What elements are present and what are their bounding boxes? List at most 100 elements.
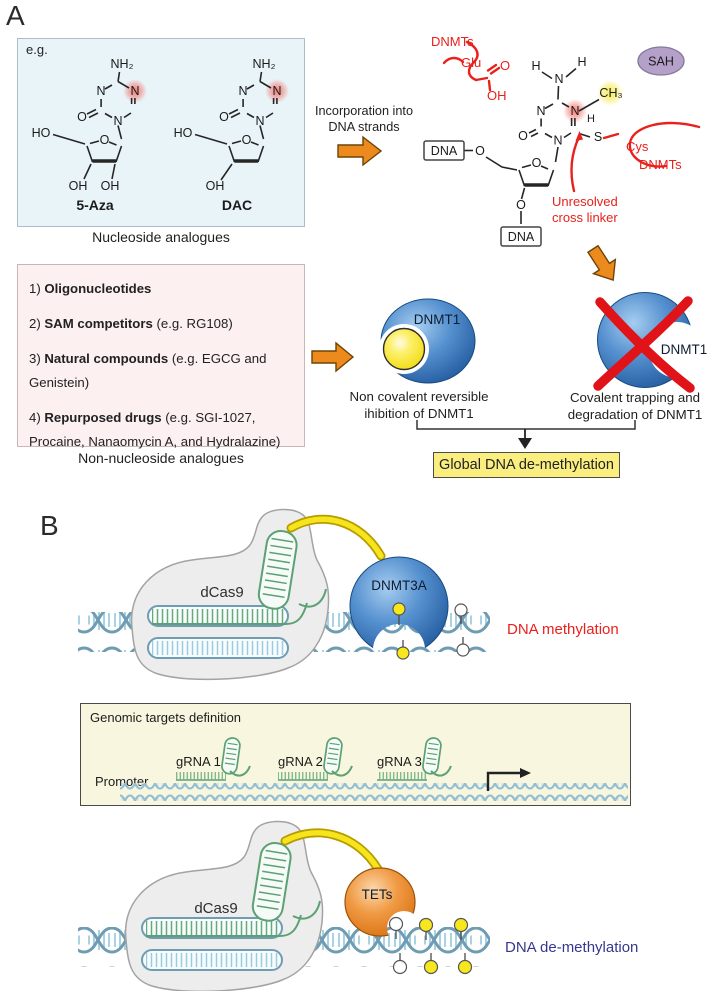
item-detail: (e.g. EGCG and Genistein) <box>29 351 267 390</box>
item-detail: (e.g. SGI-1027, Procaine, Nanaomycin A, … <box>29 410 281 449</box>
sah-bubble <box>637 46 685 76</box>
item-number: 2) <box>29 316 45 331</box>
atom-label: O <box>500 58 510 73</box>
dcas9-label: dCas9 <box>200 584 243 601</box>
dcas9-label: dCas9 <box>194 900 237 917</box>
linker-outline <box>286 514 386 561</box>
unmethylated-cpg <box>456 643 470 657</box>
atom-label: N <box>570 104 579 118</box>
crosslink-note: Unresolved <box>552 194 618 209</box>
covalent-caption-line1: Covalent trapping and <box>569 390 701 405</box>
sah-label: SAH <box>648 55 674 69</box>
dna-box-label: DNA <box>508 230 535 244</box>
dna-helix <box>78 927 490 967</box>
methyl-marks <box>395 930 466 961</box>
atom-label: O <box>516 198 526 212</box>
s-cys-bond <box>602 132 620 140</box>
red-x-mark <box>593 296 695 393</box>
eg-label: e.g. <box>26 42 48 57</box>
genomic-targets-box <box>80 703 631 806</box>
dnmt1-label: DNMT1 <box>661 342 708 357</box>
methyl-marks <box>398 615 464 647</box>
crosslink-pointer-head <box>575 131 583 141</box>
methylated-cpg <box>418 917 434 933</box>
list-item: 1) Oligonucleotides <box>29 277 293 301</box>
atom-label: H <box>577 55 586 69</box>
demethylation-scene: TETs dCas9 DNA de-methylation <box>78 820 638 991</box>
covalent-caption: Covalent trapping and degradation of DNM… <box>560 389 709 424</box>
global-demethylation-box: Global DNA de-methylation <box>433 452 620 478</box>
crosslink-structure: H H N N N N O CH₃ H S O O O DNA DNA <box>423 34 701 247</box>
crosslink-pointer <box>570 135 581 193</box>
item-number: 3) <box>29 351 45 366</box>
inhibitor-circle <box>382 327 426 371</box>
methylated-cpg <box>392 602 406 616</box>
incorporation-arrow <box>337 135 383 167</box>
methylated-cpg <box>423 959 439 975</box>
atom-label: H <box>531 59 540 73</box>
dnmt1-label: DNMT1 <box>414 312 461 327</box>
unmethylated-cpg <box>388 916 404 932</box>
methylated-cpg <box>453 917 469 933</box>
dna-helix <box>78 612 490 652</box>
item-title: SAM competitors <box>44 316 153 331</box>
dcas9-complex <box>124 820 324 991</box>
covalent-caption-line2: degradation of DNMT1 <box>567 407 703 423</box>
dnmts-label: DNMTs <box>431 34 474 49</box>
tets-label: TETs <box>362 887 393 902</box>
unmethylated-cpg <box>454 603 468 617</box>
dna-box <box>500 226 542 247</box>
linker-outline <box>280 828 383 874</box>
list-item: 4) Repurposed drugs (e.g. SGI-1027, Proc… <box>29 406 293 454</box>
incorporation-line1: Incorporation into <box>314 104 414 118</box>
azacytosine-bonds <box>528 67 600 163</box>
enzyme-squiggle <box>628 121 701 168</box>
noncovalent-caption: Non covalent reversible ihibition of DNM… <box>343 388 495 423</box>
dnmt1-covalent: DNMT1 <box>593 292 708 393</box>
nonnucleoside-arrow <box>311 341 355 373</box>
list-item: 3) Natural compounds (e.g. EGCG and Geni… <box>29 347 293 395</box>
atom-label: S <box>594 130 602 144</box>
item-detail: (e.g. RG108) <box>152 316 233 331</box>
methylated-cpg <box>457 959 473 975</box>
dnmt1-noncovalent: DNMT1 <box>380 298 476 384</box>
methyl-glow <box>597 80 623 106</box>
dnmt3a-protein <box>349 556 449 656</box>
dna-box-label: DNA <box>431 144 458 158</box>
methylation-result-label: DNA methylation <box>507 621 619 638</box>
dna-box <box>423 140 465 161</box>
glu-label: Glu <box>461 55 481 70</box>
dcas9-complex <box>130 508 330 681</box>
item-title: Natural compounds <box>44 351 169 366</box>
atom-label: N <box>536 104 545 118</box>
dna-sugar-bonds <box>464 149 555 224</box>
enzyme-squiggle <box>442 56 465 65</box>
atom-label: CH₃ <box>599 86 622 100</box>
item-number: 1) <box>29 281 45 296</box>
atom-label: N <box>553 134 562 148</box>
dnmt1-protein <box>380 298 476 384</box>
atom-label: O <box>532 156 542 170</box>
down-arrowhead <box>518 438 532 449</box>
enzyme-squiggle <box>465 40 479 82</box>
list-item: 2) SAM competitors (e.g. RG108) <box>29 312 293 336</box>
atom-label: H <box>587 113 595 125</box>
item-number: 4) <box>29 410 45 425</box>
tets-protein <box>344 867 416 937</box>
linker <box>282 830 381 872</box>
dnmt1-protein <box>597 292 693 388</box>
noncovalent-caption-line2: ihibition of DNMT1 <box>364 406 474 422</box>
atom-label: OH <box>487 88 507 103</box>
reactive-n-glow <box>563 99 587 123</box>
unmethylated-cpg <box>392 959 408 975</box>
carboxyl-bonds <box>474 63 501 92</box>
item-title: Oligonucleotides <box>44 281 152 296</box>
crosslink-note: cross linker <box>552 210 618 225</box>
cys-label: Cys <box>626 139 649 154</box>
atom-label: N <box>554 72 563 86</box>
nonnucleoside-analogues-box: 1) Oligonucleotides 2) SAM competitors (… <box>17 264 305 449</box>
panel-a-label: A <box>6 0 25 31</box>
item-title: Repurposed drugs <box>44 410 162 425</box>
demethylation-result-label: DNA de-methylation <box>505 939 638 956</box>
linker <box>288 516 384 559</box>
